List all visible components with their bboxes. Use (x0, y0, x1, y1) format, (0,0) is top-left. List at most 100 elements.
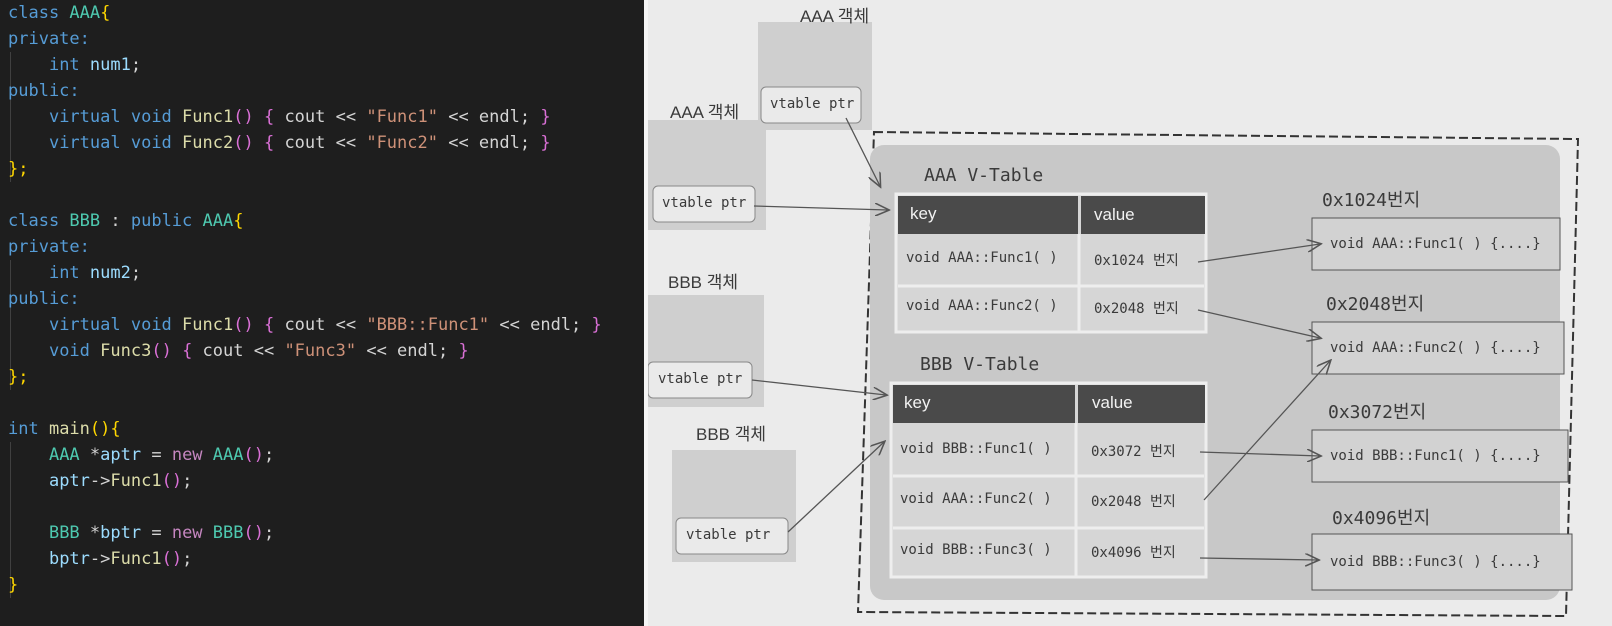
code-line: public: (8, 286, 80, 312)
code-token: cout << (274, 133, 367, 153)
function-address: 0x2048번지 (1326, 294, 1425, 315)
code-token: } (458, 341, 469, 361)
code-token: void (130, 315, 183, 335)
code-token (8, 55, 49, 75)
code-token: () (243, 445, 264, 465)
vtable-value-cell: 0x4096 번지 (1091, 545, 1176, 561)
code-line: int main(){ (8, 416, 121, 442)
code-token: private: (8, 29, 90, 49)
code-token: = (141, 523, 172, 543)
arrow (751, 379, 886, 395)
code-token: public: (8, 289, 80, 309)
code-token: () (233, 107, 254, 127)
code-token: int (48, 263, 90, 283)
indent-guide (10, 260, 11, 390)
code-token: BBB (212, 523, 244, 543)
code-token: Func2 (182, 133, 234, 153)
code-token: Func1 (110, 549, 162, 569)
code-line: virtual void Func2() { cout << "Func2" <… (8, 130, 551, 156)
function-body: void BBB::Func1( ) {....} (1330, 448, 1541, 464)
arrow (845, 117, 880, 186)
code-token: } (591, 315, 602, 335)
code-token: virtual (48, 133, 131, 153)
vtable-key-header: key (910, 204, 937, 223)
code-token: bptr (100, 523, 142, 543)
code-token: << endl; (437, 107, 541, 127)
code-token: "Func3" (284, 341, 357, 361)
code-token: () (151, 341, 172, 361)
vtable-ptr-label: vtable ptr (662, 195, 747, 211)
code-token (8, 445, 49, 465)
vtable-ptr-box (652, 185, 756, 223)
code-token: int (48, 55, 90, 75)
code-token: { (263, 133, 275, 153)
code-line: int num1; (8, 52, 141, 78)
code-token: class (8, 211, 70, 231)
object-title: AAA 객체 (670, 103, 740, 122)
code-token (8, 107, 49, 127)
vtable-ptr-box (760, 86, 862, 124)
code-token: () (233, 133, 254, 153)
function-box (1311, 217, 1561, 271)
code-token (8, 341, 49, 361)
code-token: }; (8, 159, 29, 179)
code-token: Func1 (182, 107, 234, 127)
vtable-value-header: value (1094, 205, 1135, 224)
vtable-value-cell: 0x2048 번지 (1094, 301, 1179, 317)
code-token (254, 107, 264, 127)
code-token: AAA (212, 445, 244, 465)
code-token: () (89, 419, 111, 439)
arrow (1203, 361, 1330, 501)
code-token: { (182, 341, 193, 361)
dashed-region (856, 130, 1580, 618)
code-token: } (540, 133, 551, 153)
code-editor[interactable]: class AAA{private: int num1;public: virt… (0, 0, 644, 626)
vtable-diagram-photo: AAA 객체 AAA 객체 BBB 객체 BBB 객체 vtable ptr v… (648, 0, 1612, 626)
vtable-title: AAA V-Table (924, 165, 1044, 186)
code-token: new (171, 445, 213, 465)
code-token: int (8, 419, 49, 439)
arrow (1197, 244, 1320, 263)
code-line: virtual void Func1() { cout << "Func1" <… (8, 104, 551, 130)
function-box (1311, 321, 1565, 375)
code-token: AAA (48, 445, 80, 465)
code-token: AAA (202, 211, 234, 231)
function-body: void AAA::Func2( ) {....} (1330, 340, 1541, 356)
pane-divider (644, 0, 648, 626)
vtable-ptr-label: vtable ptr (686, 527, 771, 543)
code-token: void (130, 107, 183, 127)
code-token: Func1 (110, 471, 162, 491)
code-token: main (48, 419, 90, 439)
code-line: private: (8, 234, 90, 260)
code-line: } (8, 572, 18, 598)
code-line: aptr->Func1(); (8, 468, 192, 494)
code-token: } (8, 575, 19, 595)
code-token: void (130, 133, 183, 153)
code-token: () (161, 549, 183, 569)
code-line: BBB *bptr = new BBB(); (8, 520, 274, 546)
code-token: virtual (48, 107, 131, 127)
code-token: ; (263, 445, 275, 465)
code-token: () (161, 471, 183, 491)
code-token: -> (89, 471, 111, 491)
code-line: }; (8, 156, 28, 182)
code-token: << endl; (489, 315, 592, 335)
code-token: = (141, 445, 172, 465)
code-line: bptr->Func1(); (8, 546, 192, 572)
code-line: private: (8, 26, 90, 52)
code-token: cout << (274, 315, 367, 335)
code-token: { (263, 107, 275, 127)
code-token: num1 (89, 55, 131, 75)
code-token (8, 263, 49, 283)
function-address: 0x1024번지 (1322, 190, 1421, 211)
vtable-key-cell: void BBB::Func3( ) (900, 542, 1052, 558)
code-token: cout << (192, 341, 285, 361)
function-body: void BBB::Func3( ) {....} (1330, 554, 1541, 570)
vtable-value-cell: 0x1024 번지 (1094, 253, 1179, 269)
code-line: class AAA{ (8, 0, 110, 26)
aaa-vtable-header (898, 196, 1078, 234)
function-address: 0x4096번지 (1332, 508, 1431, 529)
code-token: ; (263, 523, 275, 543)
code-token: class (8, 3, 70, 23)
code-token: Func3 (100, 341, 152, 361)
